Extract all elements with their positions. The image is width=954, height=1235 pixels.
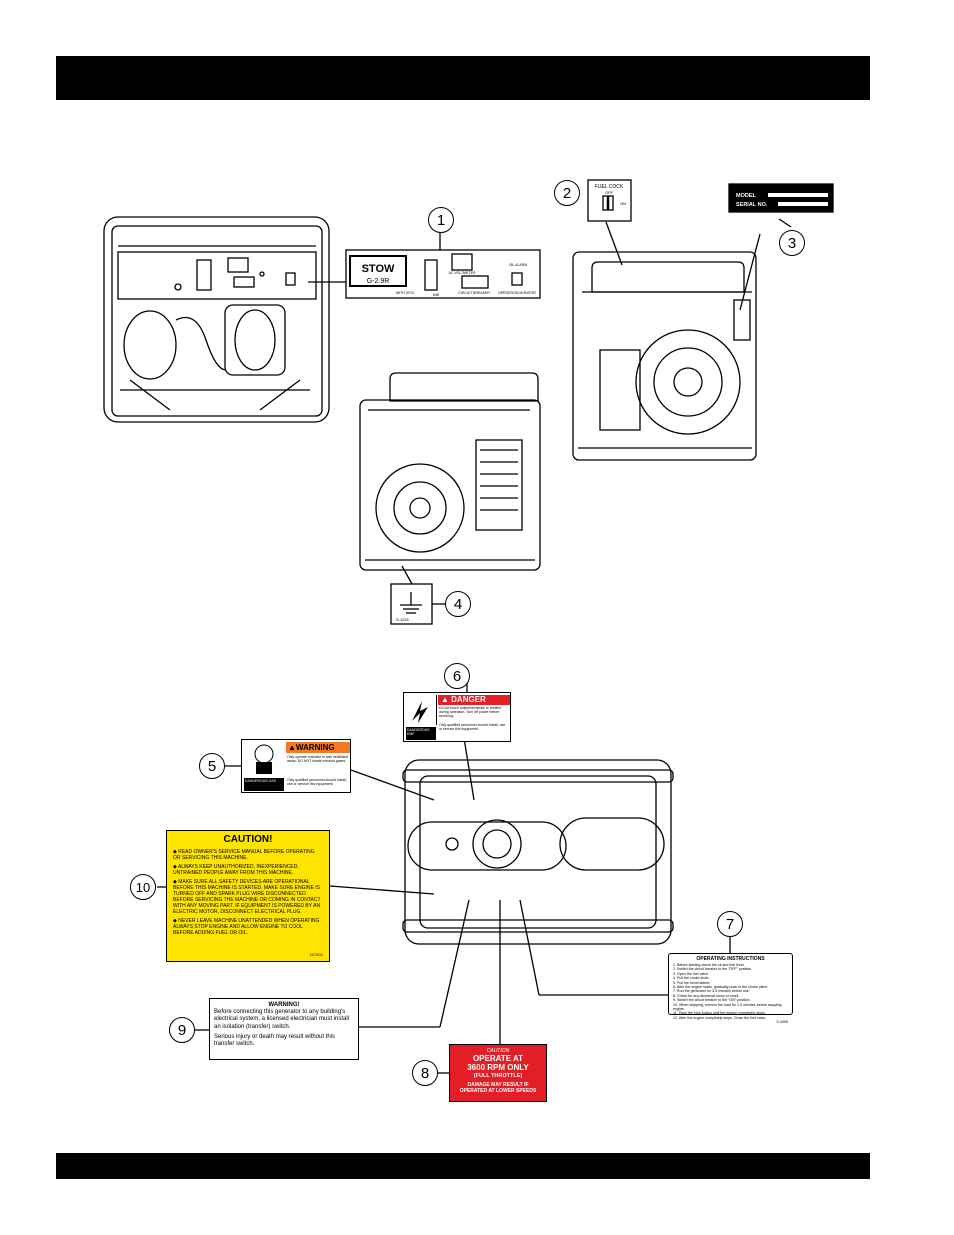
rpm-line5: OPERATED AT LOWER SPEEDS bbox=[459, 1088, 537, 1094]
footer-bar bbox=[56, 1153, 870, 1179]
rpm-caution: CAUTION bbox=[486, 1048, 510, 1054]
panel-alarm-label: OIL ALARM bbox=[509, 263, 527, 267]
toxic-gas-icon bbox=[254, 744, 274, 774]
callout-5: 5 bbox=[199, 753, 225, 779]
operating-step: 2. Switch the circuit breaker to the "OF… bbox=[673, 967, 753, 972]
operating-step: 11. Push the stop button until the engin… bbox=[673, 1011, 766, 1016]
operating-step: 8. Check for any abnormal noise or smell… bbox=[673, 993, 740, 998]
danger-pictogram bbox=[406, 695, 437, 725]
operating-step: 7. Run the generator for 3-5 minutes bef… bbox=[673, 989, 750, 994]
callout-7: 7 bbox=[717, 911, 743, 937]
caution-code: DCS01 bbox=[310, 952, 323, 957]
operating-step: 4. Pull the choke knob. bbox=[673, 976, 710, 981]
operating-step: 12. After the engine completely stops, C… bbox=[673, 1015, 767, 1020]
caution-title: CAUTION! bbox=[223, 834, 273, 845]
callout-9: 9 bbox=[169, 1017, 195, 1043]
caution-item-3: ◆ MAKE SURE ALL SAFETY DEVICES ARE OPERA… bbox=[173, 879, 321, 915]
fuel-cock-off: OFF bbox=[605, 190, 614, 195]
fuel-cock-on: ON bbox=[620, 201, 626, 206]
rpm-line2: 3600 RPM ONLY bbox=[467, 1063, 529, 1072]
electric-shock-icon bbox=[412, 701, 428, 723]
operating-step: 10. When stopping, remove the load for 2… bbox=[673, 1002, 782, 1012]
nameplate-serial: SERIAL NO. bbox=[736, 202, 768, 208]
callout-6: 6 bbox=[444, 663, 470, 689]
operating-title: OPERATING INSTRUCTIONS bbox=[696, 956, 765, 962]
callout-2: 2 bbox=[554, 180, 580, 206]
callout-3: 3 bbox=[779, 230, 805, 256]
warning-triangle-icon: ▲ bbox=[288, 743, 296, 752]
operating-steps: 1. Before starting check the oil and fue… bbox=[673, 963, 788, 1020]
warning-line1: Only operate machine in well ventilated … bbox=[287, 755, 348, 764]
operating-step: 9. Switch the circuit breaker to the "ON… bbox=[673, 998, 751, 1003]
callout-10: 10 bbox=[130, 874, 156, 900]
panel-model: G-2.9R bbox=[367, 278, 390, 285]
transfer-switch-warning: WARNING! Before connecting this generato… bbox=[209, 998, 359, 1060]
panel-breaker-label: CIRCUIT BREAKER bbox=[458, 291, 490, 295]
operating-step: 6. After the engine starts, gradually pu… bbox=[673, 985, 769, 990]
danger-header: ▲ DANGER bbox=[438, 695, 510, 705]
transfer-warning-footer: Serious injury or death may result witho… bbox=[214, 1033, 336, 1048]
warning-footer: DANGEROUS GAS bbox=[244, 778, 284, 791]
caution-item-4: ◆ NEVER LEAVE MACHINE UNATTENDED WHEN OP… bbox=[173, 918, 321, 936]
caution-decal: CAUTION! ◆ READ OWNER'S SERVICE MANUAL B… bbox=[166, 830, 330, 962]
danger-footer: DANGEROUS EMF bbox=[406, 727, 436, 740]
warning-triangle-icon: ▲ bbox=[441, 695, 449, 704]
ground-decal-code: S-1125 bbox=[396, 617, 409, 622]
rpm-line3: (FULL THROTTLE) bbox=[473, 1073, 523, 1079]
operating-code: S-4005 bbox=[776, 1020, 788, 1025]
header-bar bbox=[56, 56, 870, 100]
rpm-line4: DAMAGE MAY RESULT IF bbox=[467, 1082, 529, 1088]
operating-step: 3. Open the fuel valve. bbox=[673, 971, 709, 976]
danger-line2: Only qualified personnel should install,… bbox=[439, 723, 506, 732]
danger-decal: ▲ DANGER Do not touch output terminals o… bbox=[403, 692, 511, 742]
nameplate-model: MODEL bbox=[736, 193, 757, 199]
rpm-line1: OPERATE AT bbox=[472, 1054, 524, 1063]
danger-line1: Do not touch output terminals or rectifi… bbox=[439, 706, 502, 719]
operating-instructions-decal: OPERATING INSTRUCTIONS 1. Before startin… bbox=[668, 953, 793, 1024]
caution-item-2: ◆ ALWAYS KEEP UNAUTHORIZED, INEXPERIENCE… bbox=[173, 864, 299, 876]
operating-step: 5. Pull the recoil starter. bbox=[673, 980, 711, 985]
callout-1: 1 bbox=[428, 207, 454, 233]
warning-header: ▲WARNING bbox=[286, 742, 350, 753]
callout-8: 8 bbox=[412, 1060, 438, 1086]
transfer-warning-title: WARNING! bbox=[268, 1002, 300, 1008]
panel-gfci-label: WITH GFCI bbox=[396, 291, 414, 295]
warning-gas-decal: ▲WARNING Only operate machine in well ve… bbox=[241, 739, 351, 793]
caution-item-1: ◆ READ OWNER'S SERVICE MANUAL BEFORE OPE… bbox=[173, 849, 315, 861]
panel-meter-label: AC VOLTMETER bbox=[449, 271, 476, 275]
panel-operation-label: OPERATION MONITOR bbox=[498, 291, 536, 295]
warning-pictogram bbox=[244, 742, 284, 776]
fuel-cock-title: FUEL COCK bbox=[595, 184, 624, 190]
operating-step: 1. Before starting check the oil and fue… bbox=[673, 963, 745, 967]
transfer-warning-body: Before connecting this generator to any … bbox=[214, 1009, 350, 1030]
panel-brand: STOW bbox=[362, 263, 395, 275]
panel-min-label: MIN bbox=[433, 293, 440, 297]
rpm-decal: CAUTION OPERATE AT 3600 RPM ONLY (FULL T… bbox=[449, 1044, 547, 1102]
warning-line2: Only qualified personnel should install,… bbox=[287, 778, 347, 787]
callout-4: 4 bbox=[445, 591, 471, 617]
